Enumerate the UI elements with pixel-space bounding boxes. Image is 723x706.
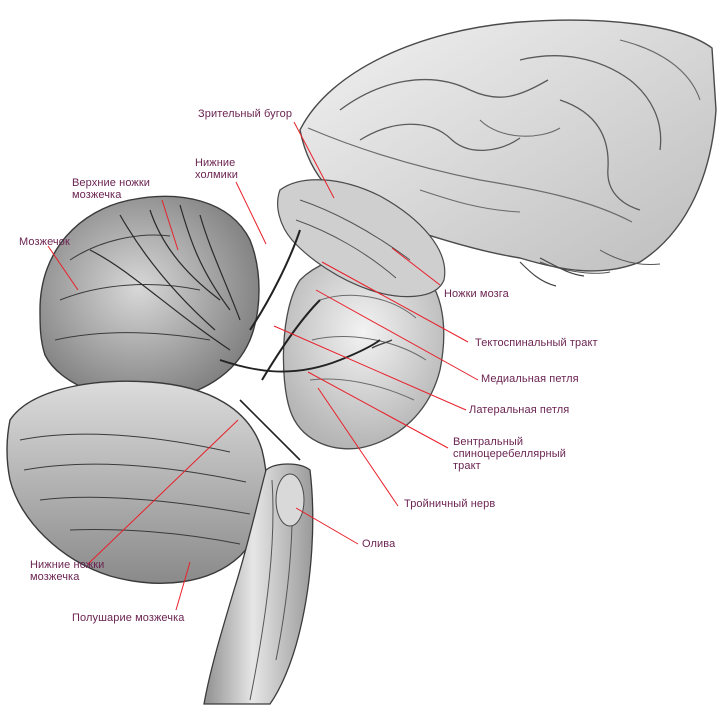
label-line: мозжечка <box>30 571 80 583</box>
label-cerebellum: Мозжечок <box>19 236 70 248</box>
label-line: Вентральный <box>453 436 524 448</box>
leader-medial-lemniscus <box>315 289 479 381</box>
label-line: Верхние ножки <box>72 177 151 189</box>
label-line: Мозжечок <box>19 236 70 248</box>
pons-region <box>282 253 445 450</box>
label-line: холмики <box>195 169 239 181</box>
leader-thalamus <box>293 121 335 199</box>
nerve-roots <box>371 257 585 349</box>
leader-tectospinal-tract <box>321 261 469 343</box>
label-line: Тройничный нерв <box>404 498 496 510</box>
label-cerebellar-hemisphere: Полушарие мозжечка <box>72 612 185 624</box>
label-trigeminal-nerve: Тройничный нерв <box>404 498 495 510</box>
medulla-and-spinal-cord <box>203 463 314 705</box>
leader-inferior-peduncles <box>87 419 239 565</box>
fiber-tracts <box>219 229 381 461</box>
midbrain <box>277 179 446 298</box>
leader-cerebellum <box>47 245 79 291</box>
label-ventral-spinocerebellar-tract: Вентральный спиноцеребеллярный тракт <box>453 436 566 472</box>
leader-inferior-colliculi <box>235 181 267 245</box>
leader-cerebral-peduncles <box>391 247 441 286</box>
label-line: Нижние <box>195 157 236 169</box>
label-cerebral-peduncles: Ножки мозга <box>444 288 509 300</box>
label-line: Полушарие мозжечка <box>72 612 185 624</box>
lower-cerebellar-hemisphere <box>6 380 268 584</box>
label-line: Ножки мозга <box>444 288 509 300</box>
label-tectospinal-tract: Тектоспинальный тракт <box>475 337 598 349</box>
label-inferior-cerebellar-peduncles: Нижние ножки мозжечка <box>30 559 104 583</box>
leader-lateral-lemniscus <box>273 325 467 411</box>
leader-olive <box>295 507 359 545</box>
label-medial-lemniscus: Медиальная петля <box>481 373 579 385</box>
leader-lines <box>47 121 479 611</box>
label-line: Латеральная петля <box>469 404 570 416</box>
label-line: Тектоспинальный тракт <box>475 337 598 349</box>
leader-ventral-spinocerebellar <box>307 371 449 449</box>
label-line: тракт <box>453 460 481 472</box>
cerebral-hemisphere <box>299 19 717 274</box>
label-line: спиноцеребеллярный <box>453 448 566 460</box>
label-line: Медиальная петля <box>481 373 579 385</box>
label-thalamus: Зрительный бугор <box>198 108 292 120</box>
cerebellum-drawing <box>39 195 260 402</box>
label-line: Зрительный бугор <box>198 108 293 120</box>
label-olive: Олива <box>362 538 395 550</box>
label-superior-cerebellar-peduncles: Верхние ножки мозжечка <box>72 177 150 201</box>
label-inferior-colliculi: Нижние холмики <box>195 157 238 181</box>
olive-shape <box>275 473 305 527</box>
leader-cerebellar-hemisphere <box>175 561 191 611</box>
leader-trigeminal <box>317 387 399 507</box>
label-lateral-lemniscus: Латеральная петля <box>469 404 569 416</box>
label-line: мозжечка <box>72 189 122 201</box>
label-line: Нижние ножки <box>30 559 105 571</box>
label-line: Олива <box>362 538 396 550</box>
leader-superior-peduncles <box>161 199 179 251</box>
